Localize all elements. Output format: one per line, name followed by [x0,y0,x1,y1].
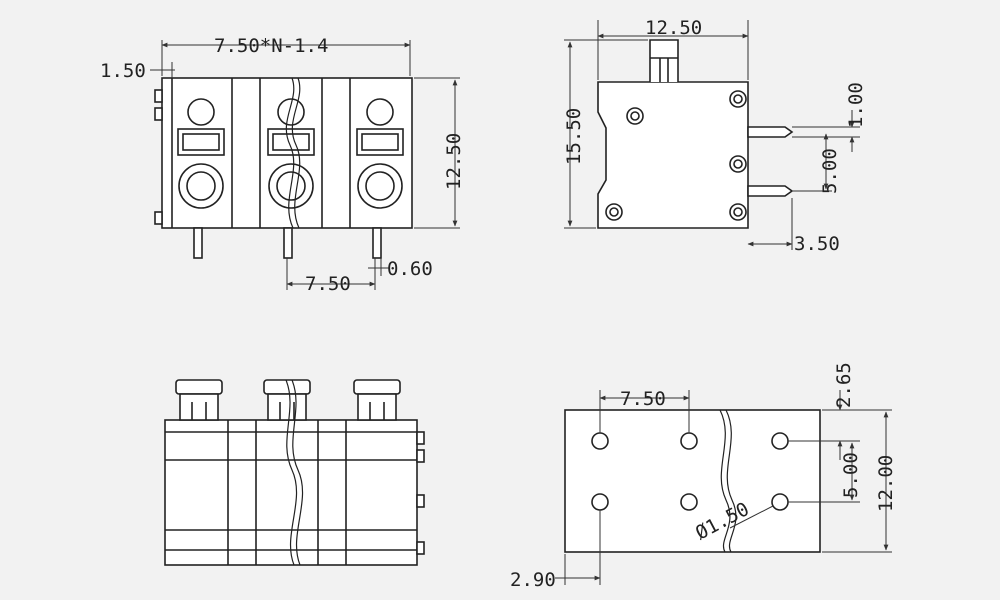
side-dim-height: 15.50 [563,108,585,165]
side-dim-pin-length: 3.50 [794,233,840,255]
side-view: 12.50 15.50 1.00 5.00 3.50 [563,17,867,255]
front-dim-pitch: 7.50 [305,273,351,295]
side-lever [649,39,679,82]
front-break-line-2 [291,77,301,229]
front-dim-pin: 0.60 [387,258,433,280]
top-view [164,379,425,566]
front-dim-height: 12.50 [443,133,465,190]
side-dim-width: 12.50 [645,17,702,39]
bottom-dim-pitch: 7.50 [620,388,666,410]
top-lever-3 [353,379,401,421]
front-break-line [285,77,295,229]
bottom-view: 7.50 2.65 5.00 12.00 Ø1.50 2.90 [510,362,897,591]
side-dim-pin-thickness: 1.00 [845,82,867,128]
front-pole-1 [177,98,225,209]
front-pole-3 [356,98,404,209]
bottom-dim-row-spacing: 5.00 [840,452,862,498]
top-lever-1 [175,379,223,421]
front-dim-overall: 7.50*N-1.4 [214,35,328,57]
side-dim-pin-spacing: 5.00 [819,148,841,194]
hole-5 [680,493,698,511]
front-view: 7.50*N-1.4 1.50 12.50 7.50 0.60 [100,35,465,295]
bottom-dim-height: 12.00 [875,455,897,512]
bottom-body [564,409,821,553]
front-pole-2 [267,98,315,209]
front-dim-wall: 1.50 [100,60,146,82]
bottom-dim-left-offset: 2.90 [510,569,556,591]
top-lever-2 [263,379,311,421]
bottom-dim-top-offset: 2.65 [833,362,855,408]
